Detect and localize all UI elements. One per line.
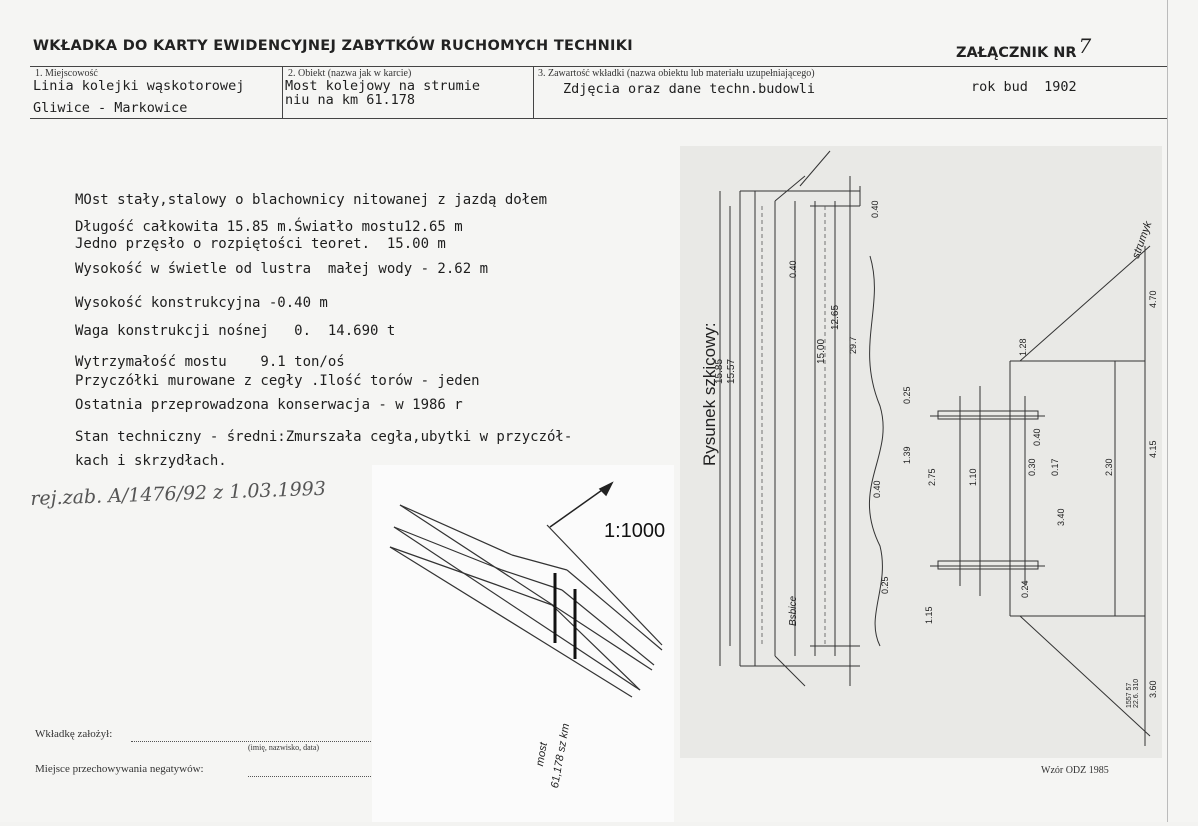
dim-0-40-section: 0.40 [1032, 428, 1042, 446]
dim-4-15: 4.15 [1148, 440, 1158, 458]
body-line: Wytrzymałość mostu 9.1 ton/oś [75, 354, 345, 370]
card-title: WKŁADKA DO KARTY EWIDENCYJNEJ ZABYTKÓW R… [33, 38, 633, 54]
map-scale: 1:1000 [604, 520, 666, 542]
field-divider-1 [282, 66, 283, 118]
construction-year: rok bud 1902 [971, 79, 1077, 95]
dim-2-30: 2.30 [1104, 458, 1114, 476]
annex-number: 7 [1078, 34, 1092, 58]
fields-bottom-rule [30, 118, 1167, 119]
body-line: Długość całkowita 15.85 m.Światło mostu1… [75, 219, 463, 235]
dim-0-40-top: 0.40 [870, 200, 880, 218]
register-note: rej.zab. A/1476/92 z 1.03.1993 [30, 477, 327, 510]
contents-value: Zdjęcia oraz dane techn.budowli [563, 81, 815, 97]
dim-0-17: 0.17 [1050, 458, 1060, 476]
body-line: Ostatnia przeprowadzona konserwacja - w … [75, 397, 463, 413]
sketch-lines [719, 150, 1151, 746]
dim-29-7: 29.7 [848, 336, 858, 354]
card-right-edge [1167, 0, 1168, 822]
body-line: Przyczółki murowane z cegły .Ilość torów… [75, 373, 480, 389]
body-line: MOst stały,stalowy o blachownicy nitowan… [75, 192, 548, 208]
dim-0-40-mid: 0.40 [788, 260, 798, 278]
body-line: Jedno przęsło o rozpiętości teoret. 15.0… [75, 236, 446, 252]
dim-12-65: 12.65 [830, 304, 841, 330]
locality-label: 1. Miejscowość [35, 68, 98, 79]
dim-0-25-top: 0.25 [902, 386, 912, 404]
dim-1-39: 1.39 [902, 446, 912, 464]
storage-label: Miejsce przechowywania negatywów: [35, 763, 204, 775]
body-line: Wysokość w świetle od lustra małej wody … [75, 261, 489, 277]
body-line: Stan techniczny - średni:Zmurszała cegła… [75, 429, 573, 445]
sketch-title: Rysunek szkicowy: [700, 322, 719, 466]
object-label: 2. Obiekt (nazwa jak w karcie) [288, 68, 412, 79]
map-sketch [389, 481, 663, 698]
annex-label-text: ZAŁĄCZNIK NR [956, 45, 1077, 61]
dim-3-60: 3.60 [1148, 680, 1158, 698]
contents-label: 3. Zawartość wkładki (nazwa obiektu lub … [538, 68, 815, 79]
dim-15-57: 15.57 [726, 358, 737, 384]
founder-label: Wkładkę założył: [35, 728, 113, 740]
dim-0-30: 0.30 [1027, 458, 1037, 476]
object-value-line2: niu na km 61.178 [285, 92, 416, 108]
side-label: Bsbice [788, 595, 799, 626]
location-map: 1:1000 most 61,178 sz km [372, 465, 674, 822]
dim-1-28: 1.28 [1018, 338, 1028, 356]
founder-line [131, 740, 371, 742]
founder-hint: (imię, nazwisko, data) [248, 743, 320, 752]
dim-1-15: 1.15 [924, 606, 934, 624]
dim-4-70: 4.70 [1148, 290, 1158, 308]
body-line: Wysokość konstrukcyjna -0.40 m [75, 295, 328, 311]
dim-1-10: 1.10 [968, 468, 978, 486]
body-line: kach i skrzydłach. [75, 453, 227, 469]
dim-0-25-bottom: 0.25 [880, 576, 890, 594]
print-code: 1557 57 22.6. 310 [1126, 678, 1140, 708]
bridge-sketch: Rysunek szkicowy: strumyk Bsbice 15.85 1… [680, 146, 1162, 758]
locality-value-line2: Gliwice - Markowice [33, 100, 188, 116]
header-rule [30, 66, 1167, 67]
form-model: Wzór ODZ 1985 [1041, 765, 1109, 776]
body-line: Waga konstrukcji nośnej 0. 14.690 t [75, 323, 396, 339]
dim-15-85: 15.85 [714, 358, 725, 384]
object-value-line1: Most kolejowy na strumie [285, 78, 481, 94]
dim-2-75: 2.75 [927, 468, 937, 486]
dim-15-00: 15.00 [816, 338, 827, 364]
storage-line [248, 775, 371, 777]
field-divider-2 [533, 66, 534, 118]
dim-3-40: 3.40 [1056, 508, 1066, 526]
locality-value-line1: Linia kolejki wąskotorowej [33, 78, 245, 94]
dim-0-40-low: 0.40 [872, 480, 882, 498]
dim-0-24: 0.24 [1020, 580, 1030, 598]
